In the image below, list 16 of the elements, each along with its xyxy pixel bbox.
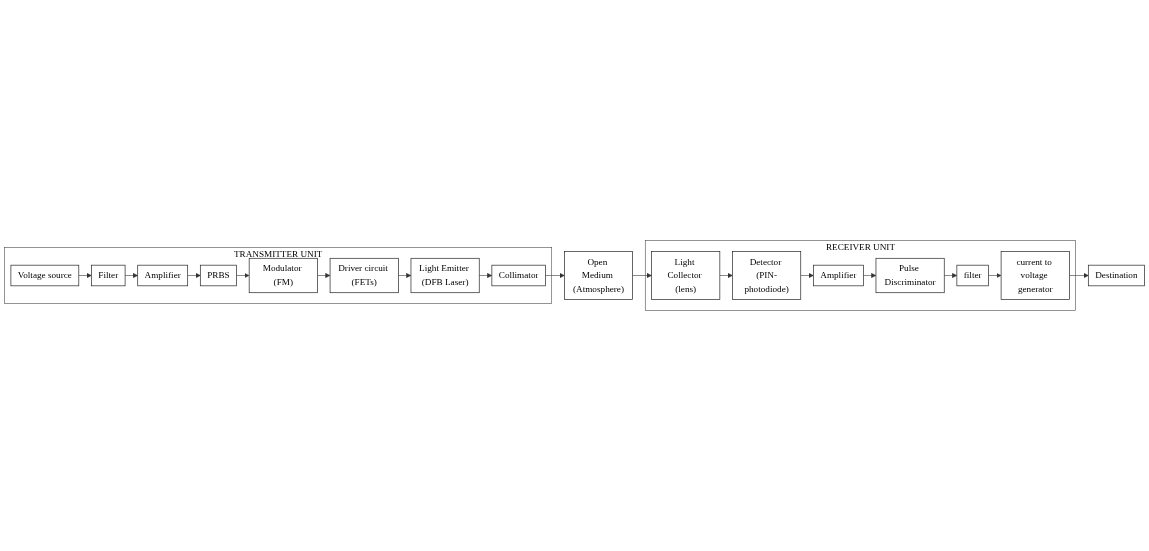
node-box: Detector (PIN-photodiode) [732,251,802,300]
node-box: Collimator [491,264,546,287]
node-box: Pulse Discriminator [875,257,945,294]
node-box: filter [956,264,989,287]
node-box: Amplifier [137,264,189,287]
node-box: Amplifier [813,264,864,287]
node-box: Open Medium (Atmosphere) [564,251,633,300]
node-box: Driver circuit (FETs) [329,257,399,294]
node-box: Light Collector (lens) [651,251,721,300]
node-box: current to voltage generator [1000,251,1070,300]
node-box: Filter [91,264,126,287]
node-box: Voltage source [10,264,80,287]
node-box: Modulator (FM) [248,257,318,294]
node-box: Destination [1087,264,1145,287]
node-box: PRBS [199,264,237,287]
node-box: Light Emitter (DFB Laser) [410,257,480,294]
